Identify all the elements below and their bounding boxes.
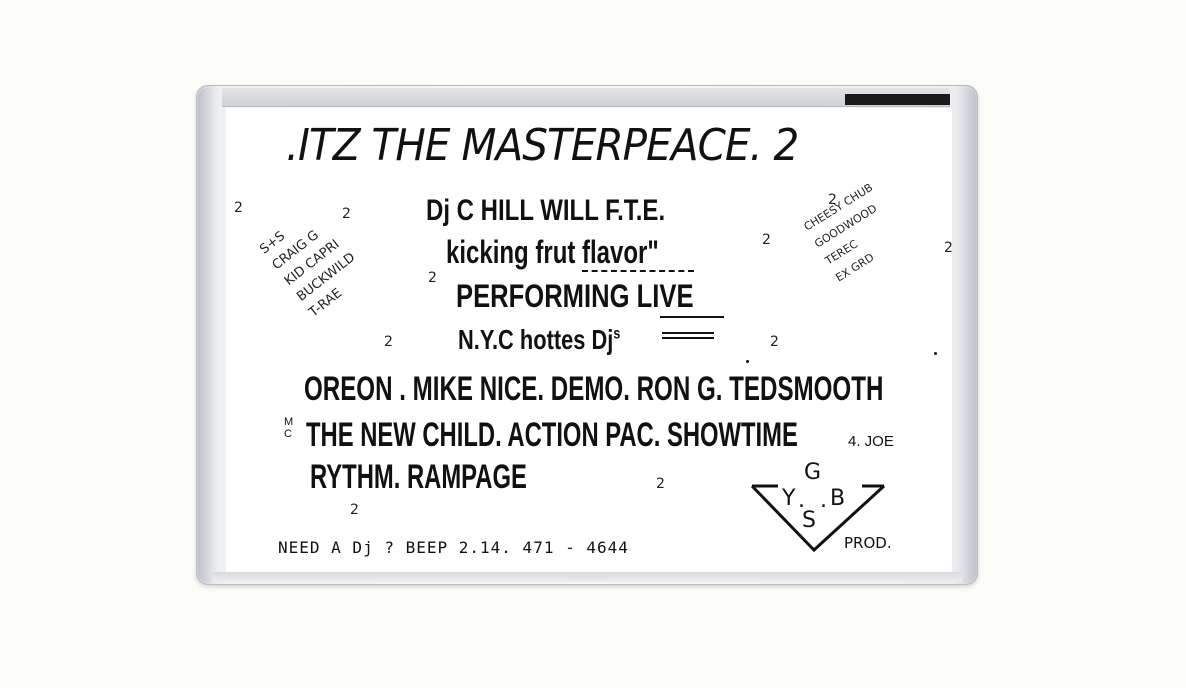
logo-letter-g: G [804, 460, 822, 485]
logo-dot: . [820, 488, 827, 513]
mcs-lineup-continued: RYTHM. RAMPAGE [310, 458, 527, 496]
mark-2: 2 [762, 232, 771, 248]
logo-letter-b: B [830, 486, 846, 511]
mark-2: 2 [384, 334, 393, 350]
hottest-djs-text: N.Y.C hottes Dj [458, 324, 614, 355]
mark-2: 2 [428, 270, 437, 286]
handwritten-names-left: S+S CRAIG G KID CAPRI BUCKWILD T-RAE [257, 227, 359, 321]
mc-label: M C [284, 416, 294, 440]
ysgb-logo: G Y S B . . [742, 460, 892, 558]
case-spine-dark-strip [845, 94, 950, 105]
mark-2: 2 [944, 240, 952, 256]
ink-speck [746, 360, 749, 363]
performing-live: PERFORMING LIVE [456, 278, 694, 314]
case-spine-top [222, 88, 950, 107]
mark-2: 2 [234, 200, 243, 216]
contact-line: NEED A Dj ? BEEP 2.14. 471 - 4644 [278, 538, 629, 557]
logo-letter-y: Y [782, 486, 796, 511]
cassette-insert-card: .ITZ THE MASTERPEACE. 2 Dj C HILL WILL F… [226, 108, 952, 572]
mark-2: 2 [342, 206, 351, 222]
dj-name: Dj C HILL WILL F.T.E. [426, 194, 666, 227]
case-hinge-left [198, 88, 216, 582]
prod-label: PROD. [844, 534, 892, 552]
handwritten-names-right: CHEESY CHUB GOODWOOD TEREC EX GRD [801, 180, 880, 285]
live-underline [660, 316, 724, 318]
djs-underline-2 [662, 337, 714, 339]
djs-lineup: OREON . MIKE NICE. DEMO. RON G. TEDSMOOT… [304, 370, 884, 408]
djs-underline-1 [662, 332, 714, 334]
hottest-djs-superscript: s [613, 325, 621, 343]
mcs-lineup: THE NEW CHILD. ACTION PAC. SHOWTIME [306, 416, 798, 454]
ink-speck [934, 352, 937, 355]
hottest-djs-heading: N.Y.C hottes Djs [458, 326, 620, 354]
case-bottom-edge [212, 572, 962, 582]
mark-2: 2 [770, 334, 779, 350]
tagline: kicking frut flavor" [446, 234, 659, 270]
mc-joe: 4. JOE [848, 433, 894, 450]
logo-triangle-icon [750, 484, 886, 553]
logo-dot: . [798, 488, 805, 513]
mark-2: 2 [828, 192, 837, 208]
tagline-underline [582, 270, 694, 272]
mark-2: 2 [350, 502, 359, 518]
case-hinge-right [958, 88, 976, 582]
logo-letter-s: S [802, 508, 816, 533]
tape-title: .ITZ THE MASTERPEACE. 2 [286, 120, 799, 171]
mark-2: 2 [656, 476, 665, 492]
